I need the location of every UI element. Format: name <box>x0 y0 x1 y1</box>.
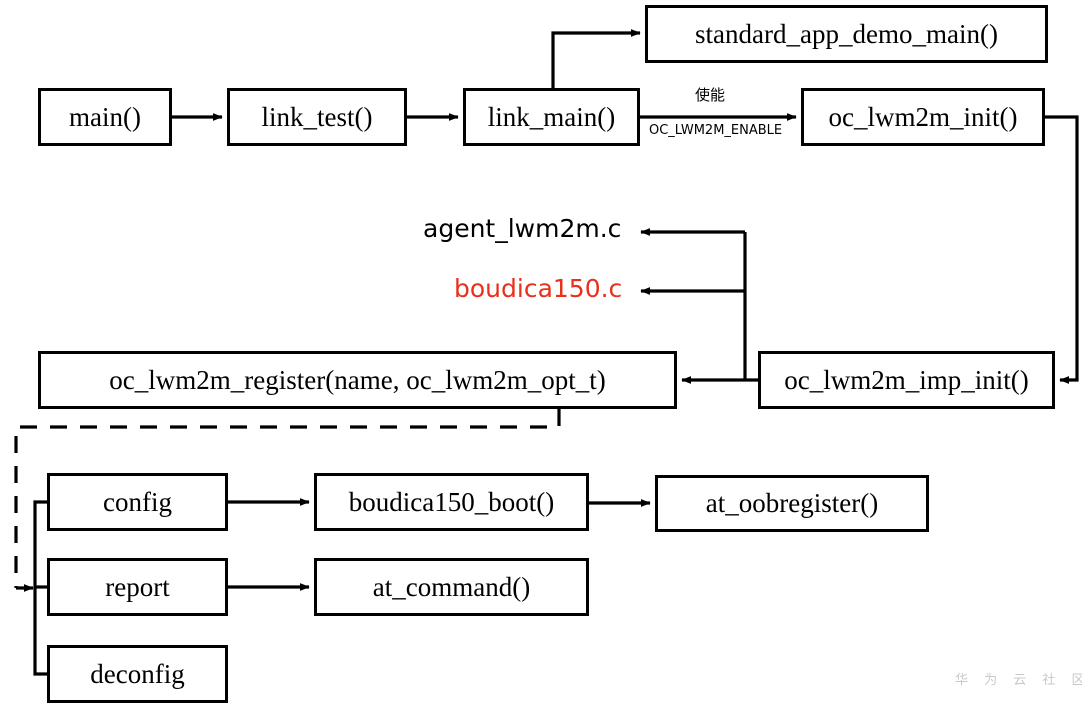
node-link-test[interactable]: link_test() <box>227 88 407 146</box>
node-standard-app-demo-main-label: standard_app_demo_main() <box>695 18 998 49</box>
node-oc-lwm2m-imp-init-label: oc_lwm2m_imp_init() <box>784 364 1029 395</box>
node-main[interactable]: main() <box>38 88 172 146</box>
node-at-command-label: at_command() <box>372 571 531 602</box>
node-oc-lwm2m-init-label: oc_lwm2m_init() <box>828 101 1018 132</box>
node-oc-lwm2m-register[interactable]: oc_lwm2m_register(name, oc_lwm2m_opt_t) <box>38 351 677 409</box>
node-config-label: config <box>103 486 172 517</box>
edge-label-enable-cn: 使能 <box>695 86 726 104</box>
watermark: 华 为 云 社 区 <box>955 673 1082 688</box>
node-boudica150-boot[interactable]: boudica150_boot() <box>314 473 589 531</box>
node-oc-lwm2m-imp-init[interactable]: oc_lwm2m_imp_init() <box>758 351 1055 409</box>
node-oc-lwm2m-register-label: oc_lwm2m_register(name, oc_lwm2m_opt_t) <box>109 364 606 395</box>
node-report-label: report <box>105 571 170 602</box>
node-at-oobregister-label: at_oobregister() <box>705 488 879 518</box>
edge-label-oc-lwm2m-enable: OC_LWM2M_ENABLE <box>649 123 783 138</box>
node-link-main-label: link_main() <box>487 101 616 132</box>
node-oc-lwm2m-init[interactable]: oc_lwm2m_init() <box>801 88 1045 146</box>
node-link-main[interactable]: link_main() <box>463 88 640 146</box>
node-standard-app-demo-main[interactable]: standard_app_demo_main() <box>645 5 1048 63</box>
node-report[interactable]: report <box>47 558 228 616</box>
node-main-label: main() <box>69 101 141 132</box>
bracket-opt-fields <box>33 500 47 676</box>
label-agent-lwm2m-c: agent_lwm2m.c <box>423 214 622 243</box>
node-config[interactable]: config <box>47 473 228 531</box>
label-boudica150-c: boudica150.c <box>454 274 623 303</box>
node-boudica150-boot-label: boudica150_boot() <box>348 486 555 517</box>
edge-oc-init-to-imp-init <box>1045 115 1079 384</box>
node-deconfig[interactable]: deconfig <box>47 645 228 703</box>
node-at-oobregister[interactable]: at_oobregister() <box>655 475 929 532</box>
node-link-test-label: link_test() <box>261 101 373 132</box>
edge-link-main-to-std-app-demo <box>551 29 641 88</box>
node-deconfig-label: deconfig <box>90 658 185 689</box>
node-at-command[interactable]: at_command() <box>314 558 589 616</box>
